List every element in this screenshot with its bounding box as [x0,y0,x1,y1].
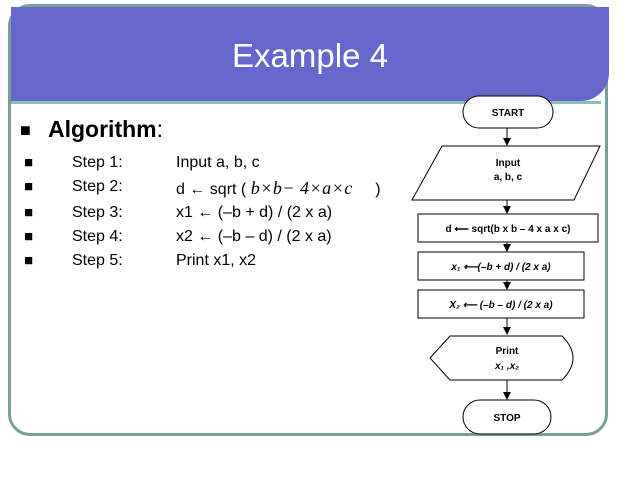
input-label-line2: a, b, c [494,172,523,183]
discriminant-formula: b×b− 4×a×c [250,178,353,198]
bullet-icon: ■ [24,204,34,221]
step-text: x2 ← (–b – d) / (2 x a) [176,228,332,245]
step-text: Print x1, x2 [176,252,257,269]
slide-title: Example 4 [232,37,388,74]
step-text-suffix: ) [375,181,381,198]
step-text: Input a, b, c [176,154,260,171]
title-bar: Example 4 [11,7,609,101]
title-accent-line [11,101,601,104]
step-label: Step 3: [72,204,123,221]
step-label: Step 2: [72,178,123,195]
algorithm-heading: ■ Algorithm: [20,116,163,143]
slide-frame: Example 4 [8,4,609,436]
step-text-prefix: d ← sqrt ( [176,181,247,198]
input-label-line1: Input [496,158,521,169]
process-x1 [417,251,585,281]
process-d-label: d ⟵ sqrt(b x b – 4 x a x c) [446,224,571,235]
step-label: Step 4: [72,228,123,245]
input-parallelogram [411,145,601,201]
bullet-icon: ■ [24,252,34,269]
algorithm-heading-text: Algorithm [48,116,157,142]
step-text: x1 ← (–b + d) / (2 x a) [176,204,333,221]
start-label: START [492,108,525,119]
process-d [417,213,599,243]
step-label: Step 5: [72,252,123,269]
print-display [429,335,574,381]
stop-label: STOP [493,413,520,424]
algorithm-heading-colon: : [156,116,163,142]
process-x2-label: X₂ ⟵ (–b – d) / (2 x a) [448,300,553,311]
print-label-line1: Print [496,346,519,357]
process-x2 [417,289,585,319]
stop-terminal [462,399,552,435]
bullet-icon: ■ [20,120,31,140]
start-terminal [462,95,554,129]
step-text: d ← sqrt ( b×b− 4×a×c ) [176,178,381,199]
step-label: Step 1: [72,154,123,171]
print-label-line2: x₁ ,x₂ [494,361,519,372]
bullet-icon: ■ [24,154,34,171]
bullet-icon: ■ [24,228,34,245]
bullet-icon: ■ [24,178,34,195]
process-x1-label: x₁ ⟵(–b + d) / (2 x a) [450,262,551,273]
